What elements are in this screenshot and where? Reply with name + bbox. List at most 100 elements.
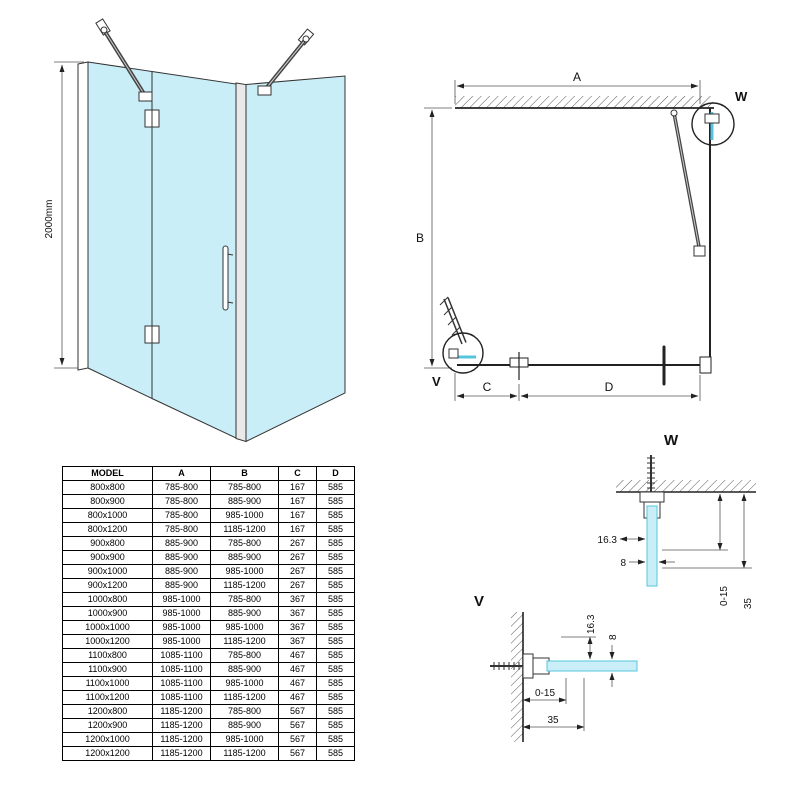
table-cell: 1000x1000: [62, 620, 153, 635]
table-cell: 1100x800: [62, 648, 153, 663]
table-cell: 1185-1200: [152, 704, 211, 719]
table-cell: 367: [278, 606, 317, 621]
fixed-glass-panel: [87, 61, 153, 400]
support-brace-plan: [670, 109, 706, 257]
perspective-view: 2000mm: [44, 18, 346, 443]
plan-view: A B: [416, 70, 748, 401]
column-header: MODEL: [62, 466, 153, 481]
table-cell: 985-1000: [210, 564, 279, 579]
detail-v-depth-label: 35: [547, 715, 559, 726]
table-cell: 985-1000: [152, 620, 211, 635]
table-cell: 1185-1200: [210, 634, 279, 649]
table-cell: 585: [316, 578, 355, 593]
table-cell: 585: [316, 564, 355, 579]
table-cell: 985-1000: [210, 620, 279, 635]
table-cell: 785-800: [210, 536, 279, 551]
table-cell: 467: [278, 690, 317, 705]
table-cell: 1200x800: [62, 704, 153, 719]
table-cell: 900x1200: [62, 578, 153, 593]
detail-w-dimension-lines: [619, 493, 752, 569]
enclosure-plan: [457, 108, 712, 386]
corner-bracket-plan: [699, 356, 712, 374]
door-hinges: [144, 109, 160, 344]
table-cell: 1185-1200: [152, 732, 211, 747]
table-cell: 885-900: [210, 718, 279, 733]
dimension-c-d: [454, 373, 701, 401]
table-cell: 567: [278, 732, 317, 747]
table-cell: 367: [278, 592, 317, 607]
table-cell: 467: [278, 676, 317, 691]
detail-marker-v: [442, 332, 484, 374]
detail-w: W 16.3 8 0-15 35: [598, 432, 756, 609]
table-cell: 585: [316, 648, 355, 663]
table-cell: 585: [316, 550, 355, 565]
table-cell: 167: [278, 522, 317, 537]
wall-hatch-v: [511, 612, 523, 742]
brace-pivot-icon: [100, 26, 108, 34]
table-cell: 985-1000: [210, 732, 279, 747]
table-cell: 885-900: [210, 606, 279, 621]
table-cell: 267: [278, 564, 317, 579]
table-cell: 1200x1000: [62, 732, 153, 747]
side-glass-panel: [245, 75, 346, 443]
table-cell: 785-800: [210, 592, 279, 607]
table-cell: 467: [278, 662, 317, 677]
table-cell: 1100x1000: [62, 676, 153, 691]
table-cell: 785-800: [152, 508, 211, 523]
glass-section-w: [646, 505, 658, 587]
table-cell: 1100x900: [62, 662, 153, 677]
table-cell: 167: [278, 508, 317, 523]
table-cell: 585: [316, 732, 355, 747]
table-cell: 885-900: [152, 564, 211, 579]
threaded-rod-icon: [647, 455, 655, 492]
table-cell: 1185-1200: [152, 746, 211, 761]
table-cell: 167: [278, 480, 317, 495]
dimension-b-label: B: [416, 231, 424, 245]
table-cell: 900x1000: [62, 564, 153, 579]
table-cell: 585: [316, 704, 355, 719]
table-cell: 585: [316, 508, 355, 523]
table-cell: 585: [316, 662, 355, 677]
support-brace-left: [95, 18, 153, 102]
glass-section-v: [546, 660, 638, 672]
detail-circle-w: [691, 102, 735, 146]
detail-w-adjust-label: 0-15: [719, 586, 730, 606]
table-cell: 567: [278, 704, 317, 719]
detail-marker-w: [691, 102, 735, 146]
table-cell: 1000x800: [62, 592, 153, 607]
table-cell: 1200x1200: [62, 746, 153, 761]
table-cell: 585: [316, 592, 355, 607]
table-cell: 585: [316, 746, 355, 761]
table-cell: 585: [316, 480, 355, 495]
table-cell: 585: [316, 634, 355, 649]
table-cell: 1185-1200: [152, 718, 211, 733]
table-cell: 585: [316, 676, 355, 691]
corner-post: [235, 82, 247, 443]
table-cell: 1185-1200: [210, 522, 279, 537]
detail-v: V 16.3 8 0-15 35: [474, 593, 638, 742]
column-header: C: [278, 466, 317, 481]
table-cell: 167: [278, 494, 317, 509]
wall-hatch-top: [455, 96, 713, 108]
detail-w-title: W: [664, 432, 679, 449]
door-handle: [222, 245, 234, 311]
table-cell: 885-900: [210, 550, 279, 565]
wall-profile-left: [77, 61, 89, 371]
table-cell: 1100x1200: [62, 690, 153, 705]
